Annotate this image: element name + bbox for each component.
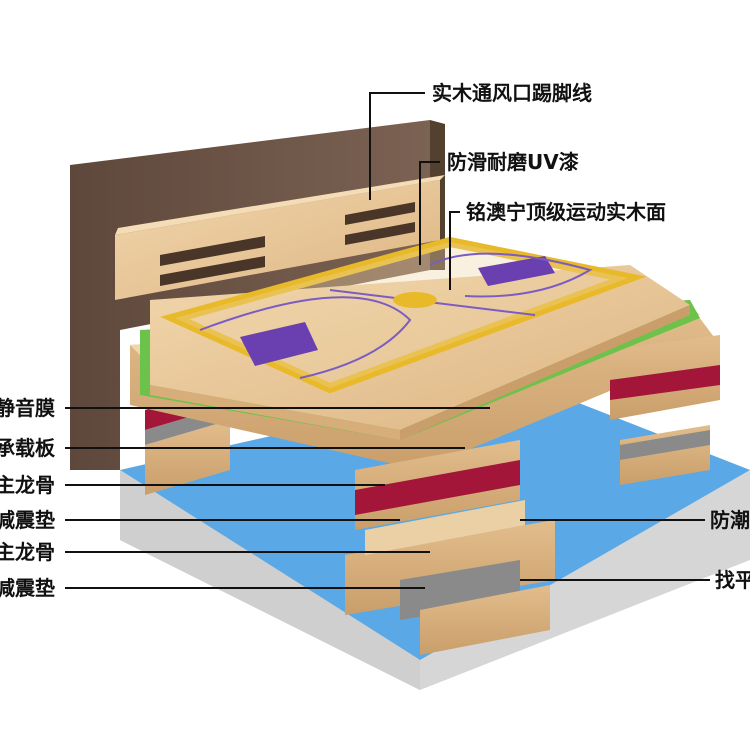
label-moisture: 防潮 — [710, 508, 750, 532]
paint-area-right — [478, 256, 555, 286]
vent-slot — [160, 256, 265, 286]
label-top-floor: 铭澳宁顶级运动实木面 — [466, 200, 666, 224]
label-baseboard: 实木通风口踢脚线 — [432, 81, 592, 105]
front-keel-stack — [345, 440, 555, 655]
leader-lines-left — [65, 407, 490, 589]
label-upper-pad: 减震垫 — [0, 508, 55, 532]
vent-slot — [160, 236, 265, 266]
paint-area-left — [240, 322, 318, 366]
vent-slot — [345, 222, 415, 245]
label-lower-keel: 主龙骨 — [0, 540, 55, 564]
label-leveling: 找平 — [715, 568, 750, 592]
right-pads — [610, 335, 720, 485]
vent-slot — [345, 202, 415, 225]
top-floor — [150, 236, 690, 440]
label-load-board: 承载板 — [0, 436, 55, 460]
label-lower-pad: 减震垫 — [0, 576, 55, 600]
center-circle — [393, 292, 437, 308]
baseboard — [115, 175, 445, 300]
label-uv-paint: 防滑耐磨UV漆 — [447, 150, 579, 174]
label-sound-membrane: 静音膜 — [0, 396, 55, 420]
leader-lines-right — [369, 92, 710, 581]
upper-pad — [355, 460, 520, 515]
label-upper-keel: 主龙骨 — [0, 473, 55, 497]
